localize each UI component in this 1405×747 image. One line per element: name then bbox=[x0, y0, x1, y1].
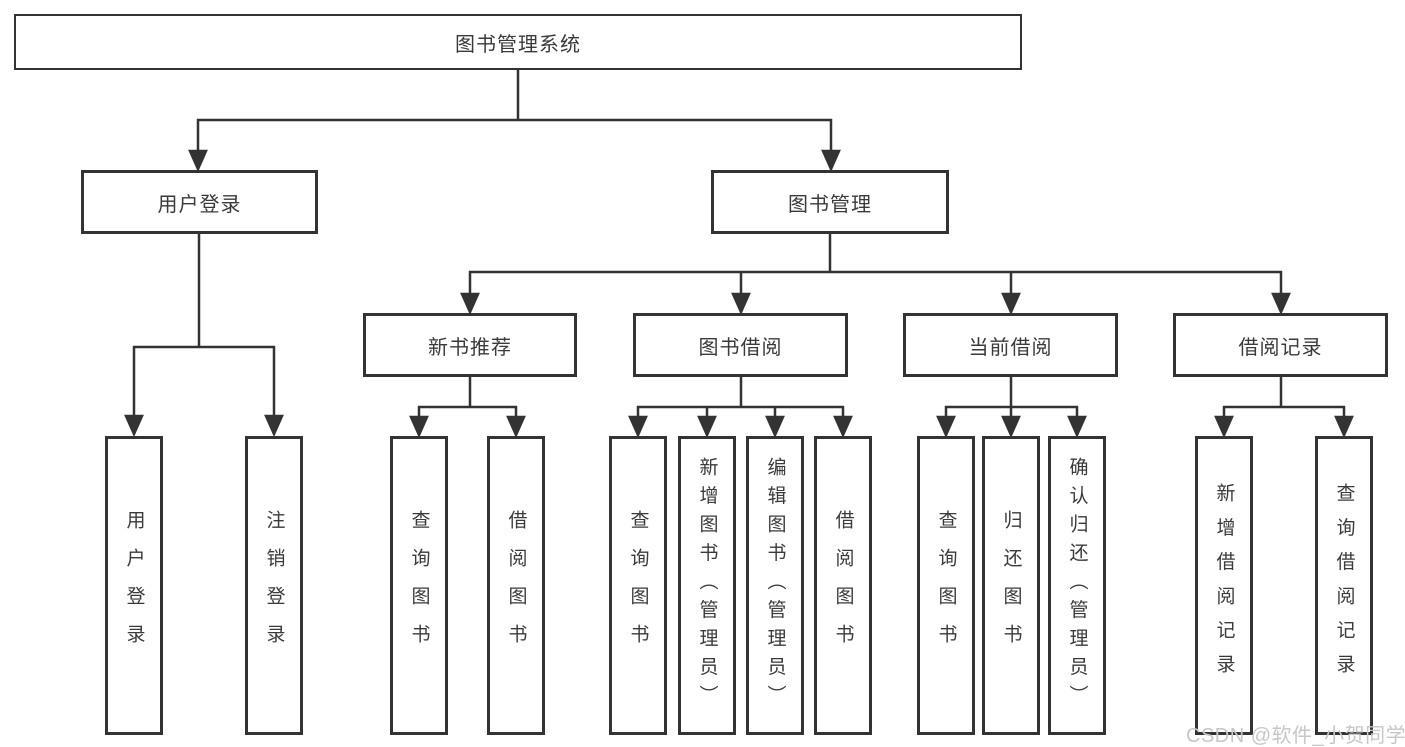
node-leaf-nb-query: 查询图书 bbox=[390, 436, 448, 735]
node-leaf-cb-query-label: 查询图书 bbox=[935, 509, 957, 662]
node-book-mgmt-label: 图书管理 bbox=[788, 193, 872, 216]
connector-current-borrow-to-leaves bbox=[936, 377, 1087, 439]
node-leaf-cb-return-label: 归还图书 bbox=[1000, 509, 1022, 662]
node-leaf-bb-borrow-label: 借阅图书 bbox=[832, 509, 854, 662]
connector-user-login-to-leaves bbox=[124, 234, 284, 438]
node-current-borrow-label: 当前借阅 bbox=[968, 336, 1053, 359]
node-leaf-user-login-label: 用户登录 bbox=[123, 509, 145, 662]
node-leaf-cb-confirm: 确认归还（管理员） bbox=[1048, 436, 1106, 735]
node-leaf-cb-confirm-label: 确认归还（管理员） bbox=[1066, 457, 1088, 714]
node-leaf-nb-borrow: 借阅图书 bbox=[487, 436, 545, 735]
connector-book-borrow-to-leaves bbox=[628, 377, 853, 439]
node-leaf-nb-borrow-label: 借阅图书 bbox=[505, 509, 527, 662]
node-leaf-bb-query: 查询图书 bbox=[609, 436, 667, 735]
node-leaf-bb-edit: 编辑图书（管理员） bbox=[746, 436, 804, 735]
node-leaf-cb-query: 查询图书 bbox=[917, 436, 975, 735]
node-new-book-rec-label: 新书推荐 bbox=[428, 336, 512, 359]
node-leaf-bb-add: 新增图书（管理员） bbox=[678, 436, 736, 735]
node-book-borrow: 图书借阅 bbox=[633, 313, 848, 377]
node-root-label: 图书管理系统 bbox=[455, 33, 581, 56]
node-book-mgmt: 图书管理 bbox=[711, 170, 949, 234]
node-leaf-user-login: 用户登录 bbox=[105, 436, 163, 735]
node-leaf-br-add: 新增借阅记录 bbox=[1195, 436, 1253, 735]
connector-root-to-level1 bbox=[188, 70, 841, 173]
node-leaf-bb-borrow: 借阅图书 bbox=[814, 436, 872, 735]
node-current-borrow: 当前借阅 bbox=[903, 313, 1118, 377]
node-leaf-cb-return: 归还图书 bbox=[982, 436, 1040, 735]
node-new-book-rec: 新书推荐 bbox=[363, 313, 577, 377]
node-leaf-logout: 注销登录 bbox=[245, 436, 303, 735]
node-leaf-bb-query-label: 查询图书 bbox=[627, 509, 649, 662]
node-leaf-logout-label: 注销登录 bbox=[263, 509, 285, 662]
node-leaf-bb-edit-label: 编辑图书（管理员） bbox=[764, 457, 786, 714]
node-leaf-br-query-label: 查询借阅记录 bbox=[1333, 482, 1355, 689]
node-root: 图书管理系统 bbox=[14, 14, 1022, 70]
node-leaf-nb-query-label: 查询图书 bbox=[408, 509, 430, 662]
connector-borrow-record-to-leaves bbox=[1214, 377, 1354, 439]
node-user-login-label: 用户登录 bbox=[157, 193, 242, 216]
connector-new-book-rec-to-leaves bbox=[409, 377, 526, 439]
csdn-watermark: CSDN @软件_小贺同学 bbox=[1186, 725, 1405, 747]
node-book-borrow-label: 图书借阅 bbox=[698, 336, 783, 359]
node-borrow-record: 借阅记录 bbox=[1173, 313, 1388, 377]
node-leaf-bb-add-label: 新增图书（管理员） bbox=[696, 457, 718, 714]
node-leaf-br-add-label: 新增借阅记录 bbox=[1213, 482, 1235, 689]
node-user-login: 用户登录 bbox=[81, 170, 318, 234]
connector-book-mgmt-to-level2 bbox=[460, 234, 1291, 316]
node-borrow-record-label: 借阅记录 bbox=[1238, 336, 1323, 359]
node-leaf-br-query: 查询借阅记录 bbox=[1315, 436, 1373, 735]
